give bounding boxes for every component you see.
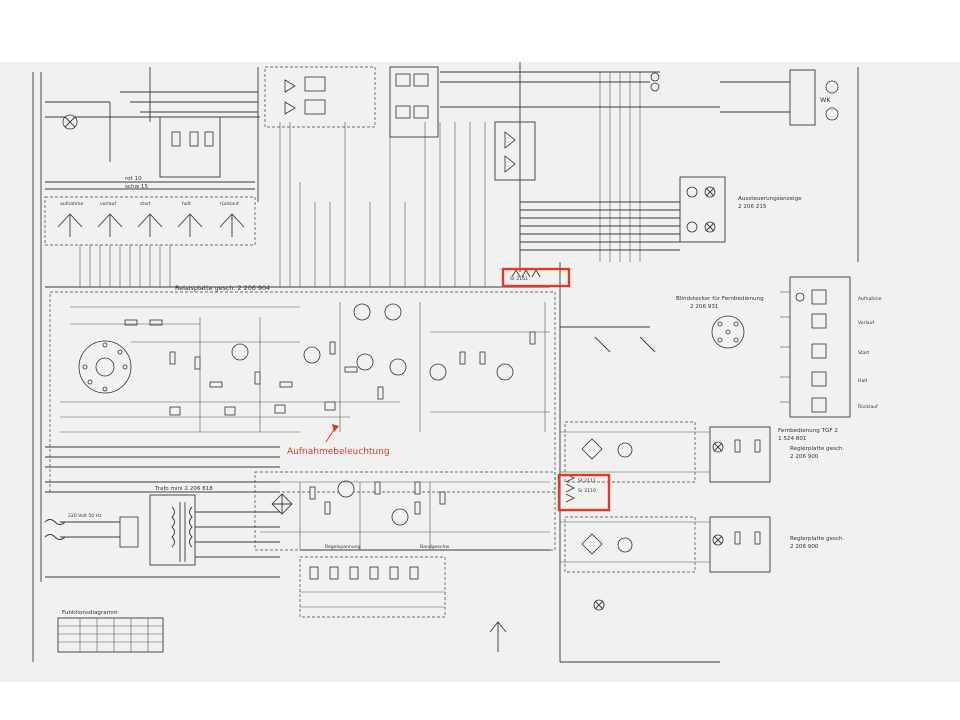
svg-text:Reglerplatte gesch.: Reglerplatte gesch. <box>790 446 845 452</box>
svg-text:rücklauf: rücklauf <box>220 201 239 207</box>
svg-text:Halt: Halt <box>858 378 868 384</box>
remote-row-aufnahme: Aufnahme <box>795 289 882 305</box>
annotation-aufnahmebeleuchtung: Aufnahmebeleuchtung <box>287 424 390 457</box>
wk-jack-icon <box>825 80 839 94</box>
svg-text:rot 10: rot 10 <box>125 176 142 182</box>
remote-row-vorlauf: Vorlauf <box>811 313 874 329</box>
reglerplatte-2: Reglerplatte gesch. 2 206 900 <box>560 516 845 573</box>
remote-row-halt: Halt <box>811 371 868 387</box>
svg-text:start: start <box>140 201 151 207</box>
svg-text:aufnahme: aufnahme <box>60 201 83 207</box>
switch-halt: halt <box>177 201 203 237</box>
funktionsdiagramm: Funktionsdiagramm <box>57 610 164 653</box>
wk-jack-icon <box>825 107 839 121</box>
svg-text:Regelspannung: Regelspannung <box>325 544 361 550</box>
svg-text:2 206 215: 2 206 215 <box>738 204 767 210</box>
remote-row-ruecklauf: Rücklauf <box>811 397 878 413</box>
svg-text:Sr 2161: Sr 2161 <box>510 276 528 282</box>
wk-connector: WK <box>650 69 839 126</box>
trafo-mini-section: Trafo mini 2 206 818 220 Volt 50 Hz <box>44 446 280 578</box>
svg-text:1 524 801: 1 524 801 <box>778 436 807 442</box>
aussteuerungsanzeige-block: Aussteuerungsanzeige 2 206 215 <box>520 176 802 251</box>
svg-text:Funktionsdiagramm: Funktionsdiagramm <box>62 610 118 616</box>
switch-ruecklauf: rücklauf <box>219 201 245 237</box>
svg-text:Vorlauf: Vorlauf <box>858 320 874 326</box>
svg-text:Reglerplatte gesch.: Reglerplatte gesch. <box>790 536 845 542</box>
svg-text:220 Volt 50 Hz: 220 Volt 50 Hz <box>68 513 102 519</box>
svg-text:Bandgeschw.: Bandgeschw. <box>420 544 450 550</box>
svg-text:St 2111: St 2111 <box>578 478 596 484</box>
schematic-sheet: rot 10 schw 15 aufnahme vorlauf start <box>0 62 960 682</box>
switch-vorlauf: vorlauf <box>97 201 123 237</box>
switch-aufnahme: aufnahme <box>57 201 83 237</box>
highlight-side-connector: St 2111 Sr 2110 <box>557 473 611 512</box>
reglerplatte-1: Reglerplatte gesch. 2 206 900 <box>560 421 845 483</box>
svg-text:vorlauf: vorlauf <box>100 201 116 207</box>
svg-text:Blindstecker für Fernbedienung: Blindstecker für Fernbedienung <box>676 296 764 302</box>
switch-groups: aufnahme vorlauf start halt <box>44 196 256 246</box>
vertical-bus-lines <box>79 72 641 287</box>
top-relay-blocks <box>264 66 720 181</box>
frame-lines <box>32 62 859 662</box>
svg-text:Aussteuerungsanzeige: Aussteuerungsanzeige <box>738 196 802 202</box>
bottom-switch <box>489 599 720 663</box>
highlight-top-connector: Sr 2161 <box>501 267 571 288</box>
switch-start: start <box>137 201 163 237</box>
svg-text:schw 15: schw 15 <box>125 184 148 190</box>
svg-text:2 206 900: 2 206 900 <box>790 454 819 460</box>
svg-text:Trafo mini 2 206 818: Trafo mini 2 206 818 <box>154 486 213 492</box>
svg-text:Rücklauf: Rücklauf <box>858 404 878 410</box>
svg-text:2 206 931: 2 206 931 <box>690 304 719 310</box>
svg-text:halt: halt <box>182 201 191 207</box>
circuit-schematic: rot 10 schw 15 aufnahme vorlauf start <box>32 62 882 663</box>
annotation-label: Aufnahmebeleuchtung <box>287 447 390 457</box>
svg-text:Sr 2110: Sr 2110 <box>578 488 596 494</box>
svg-text:2 206 900: 2 206 900 <box>790 544 819 550</box>
blindstecker-block: Blindstecker für Fernbedienung 2 206 931 <box>560 296 764 353</box>
svg-text:WK: WK <box>820 96 831 104</box>
relaisplatte-board: Relaisplatte gesch. 2 206 904 <box>45 284 556 526</box>
power-supply-section: Regelspannung Bandgeschw. <box>254 471 556 618</box>
svg-text:Aufnahme: Aufnahme <box>858 296 882 302</box>
svg-text:Fernbedienung TGF 2: Fernbedienung TGF 2 <box>778 428 838 434</box>
top-switch-bank: rot 10 schw 15 <box>45 91 260 190</box>
fernbedienung-block: Aufnahme Vorlauf Start Halt Rücklauf <box>778 276 882 442</box>
svg-text:Start: Start <box>858 350 869 356</box>
remote-row-start: Start <box>811 343 869 359</box>
svg-text:Relaisplatte gesch. 2 206 904: Relaisplatte gesch. 2 206 904 <box>175 284 270 292</box>
